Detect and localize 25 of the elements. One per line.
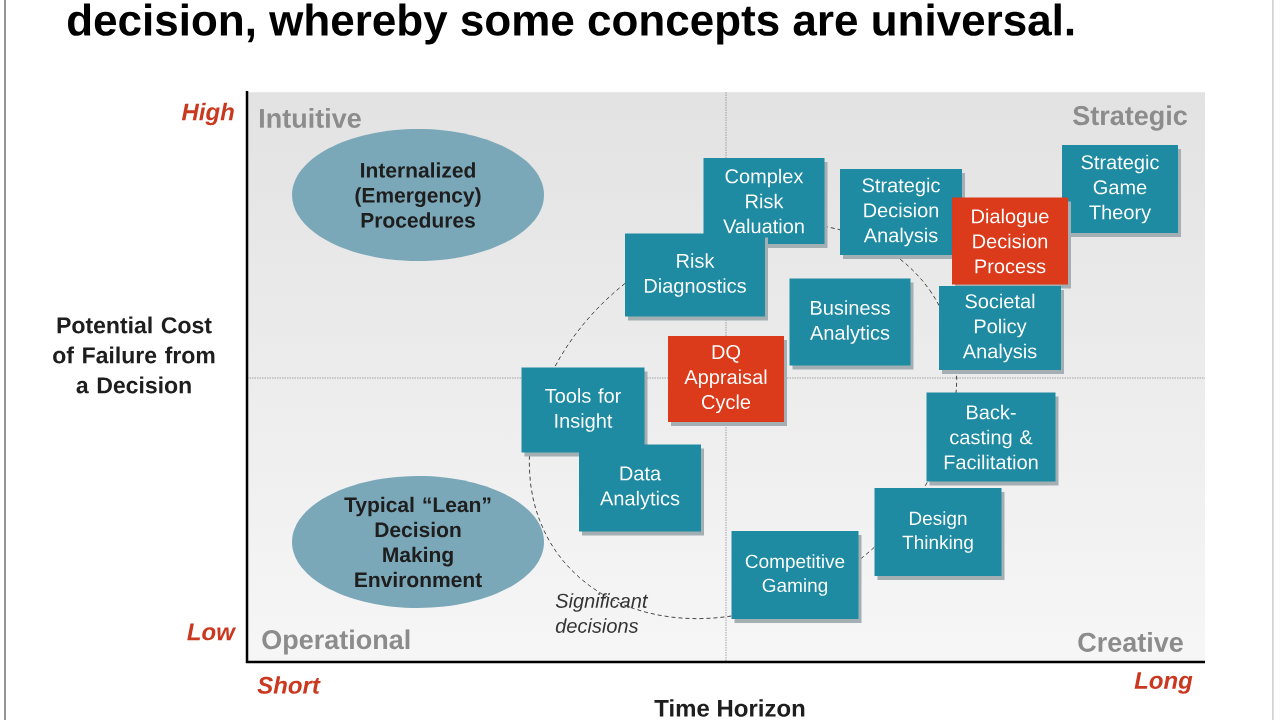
concept-box: Data Analytics bbox=[579, 444, 704, 536]
axis-title: Time Horizon bbox=[654, 699, 805, 717]
concept-box: Business Analytics bbox=[789, 278, 914, 370]
concept-box: Tools for Insight bbox=[521, 367, 648, 457]
quadrant-label: Intuitive bbox=[260, 108, 361, 128]
concept-box: Risk Diagnostics bbox=[625, 233, 768, 321]
axis-title: Potential Cost of Failure from a Decision bbox=[53, 316, 215, 394]
quadrant-label: Strategic bbox=[1073, 105, 1187, 131]
concept-box: Strategic Decision Analysis bbox=[840, 169, 965, 259]
concept-box: DQ Appraisal Cycle bbox=[668, 336, 787, 426]
concept-box: Competitive Gaming bbox=[731, 531, 862, 623]
quadrant-label: Operational bbox=[262, 629, 410, 655]
quadrant-label: Creative bbox=[1078, 632, 1183, 652]
concept-box: Design Thinking bbox=[874, 488, 1005, 580]
axis-end-label: Low bbox=[187, 623, 237, 641]
concept-box: Complex Risk Valuation bbox=[703, 158, 828, 248]
axis-end-label: Long bbox=[1134, 672, 1193, 694]
slide-title: decision, whereby some concepts are universal. bbox=[68, 3, 1074, 45]
concept-box: Back- casting & Facilitation bbox=[926, 392, 1059, 486]
axis-end-label: Short bbox=[257, 676, 321, 694]
axis-end-label: High bbox=[181, 102, 234, 126]
concept-box: Dialogue Decision Process bbox=[952, 197, 1071, 289]
ellipse-caption: Significant decisions bbox=[555, 593, 649, 633]
concept-box: Strategic Game Theory bbox=[1062, 145, 1181, 237]
concept-box: Societal Policy Analysis bbox=[939, 286, 1064, 374]
